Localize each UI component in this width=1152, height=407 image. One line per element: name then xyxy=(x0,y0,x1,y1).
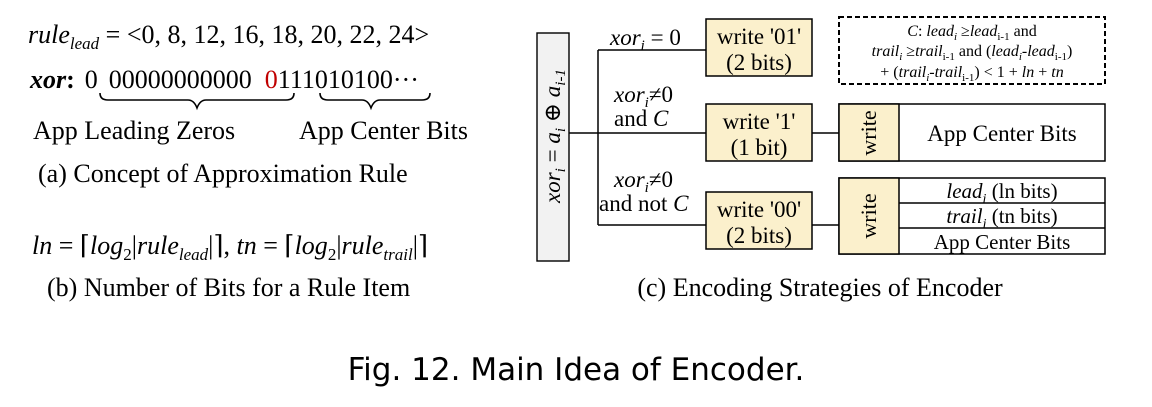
panel-a: rulelead = <0, 8, 12, 16, 18, 20, 22, 24… xyxy=(28,20,468,188)
trail-bits-field: traili (tn bits) xyxy=(946,204,1057,232)
center-bits-brace xyxy=(319,92,431,111)
svg-text:(1 bit): (1 bit) xyxy=(731,135,788,160)
branch-1-label: xori = 0 xyxy=(609,25,681,54)
svg-text:write '00': write '00' xyxy=(717,197,801,222)
panel-c-caption: (c) Encoding Strategies of Encoder xyxy=(637,273,1003,302)
lead-bits-field: leadi (ln bits) xyxy=(946,179,1057,207)
xor-expression: xori = ai ⊕ ai-1 xyxy=(540,69,569,204)
app-center-bits-output: App Center Bits xyxy=(927,121,1077,146)
panel-c: xori = ai ⊕ ai-1 xori = 0 xori≠0 and C x… xyxy=(536,16,1106,302)
rule-lead-definition: rulelead = <0, 8, 12, 16, 18, 20, 22, 24… xyxy=(28,20,429,53)
svg-text:write '01': write '01' xyxy=(717,24,801,49)
write-label: write xyxy=(856,193,881,238)
ln-tn-formula: ln = ⌈log2|rulelead|⌉, tn = ⌈log2|ruletr… xyxy=(32,231,428,264)
svg-text:(2 bits): (2 bits) xyxy=(726,223,792,248)
write-1-box: write '1' (1 bit) xyxy=(705,103,813,162)
branch-2-label: xori≠0 xyxy=(613,82,673,111)
write-01-box: write '01' (2 bits) xyxy=(705,18,813,77)
svg-text:write '1': write '1' xyxy=(723,109,796,134)
condition-line-1: C: leadi ≥leadi-1 and xyxy=(907,23,1036,43)
app-center-bits-label: App Center Bits xyxy=(299,116,468,145)
encoder-figure: rulelead = <0, 8, 12, 16, 18, 20, 22, 24… xyxy=(28,16,1106,302)
branch-2-condition: and C xyxy=(614,106,669,131)
condition-line-2: traili ≥traili-1 and (leadi-leadi-1) xyxy=(872,43,1073,63)
output-center-bits-row: write App Center Bits xyxy=(838,103,1106,162)
condition-c-box: C: leadi ≥leadi-1 and traili ≥traili-1 a… xyxy=(838,16,1106,85)
branch-3-condition: and not C xyxy=(599,191,689,216)
panel-b-caption: (b) Number of Bits for a Rule Item xyxy=(47,273,410,302)
output-lead-trail-center-row: write leadi (ln bits) traili (tn bits) A… xyxy=(838,177,1106,255)
leading-zeros-brace xyxy=(99,92,295,111)
app-leading-zeros-label: App Leading Zeros xyxy=(33,116,235,145)
branch-3-label: xori≠0 xyxy=(613,167,673,196)
condition-line-3: + (traili-traili-1) < 1 + ln + tn xyxy=(880,64,1063,84)
panel-b: ln = ⌈log2|rulelead|⌉, tn = ⌈log2|ruletr… xyxy=(32,231,428,302)
svg-text:(2 bits): (2 bits) xyxy=(726,50,792,75)
xor-expression-box xyxy=(536,32,570,262)
write-00-box: write '00' (2 bits) xyxy=(705,191,813,250)
center-bits-field: App Center Bits xyxy=(934,230,1071,254)
highlight-bit: 0 xyxy=(265,65,278,94)
branch-lines xyxy=(569,49,839,226)
panel-a-caption: (a) Concept of Approximation Rule xyxy=(38,159,408,188)
write-label: write xyxy=(856,110,881,155)
figure-caption: Fig. 12. Main Idea of Encoder. xyxy=(347,352,805,388)
